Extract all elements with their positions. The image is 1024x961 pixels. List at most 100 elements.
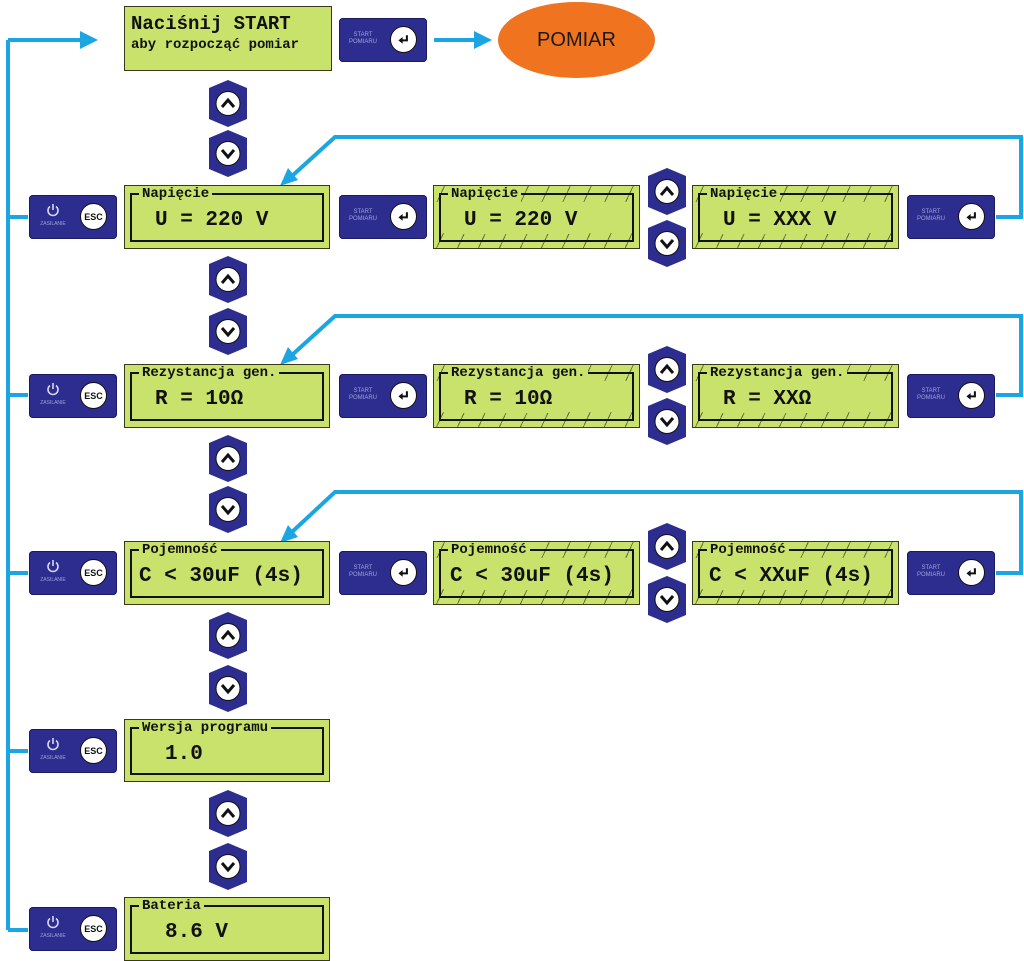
power-icon <box>45 914 61 935</box>
power-caption: ZASILANIE <box>40 755 66 761</box>
chevron-down-icon <box>659 595 675 606</box>
display-title: Rezystancja gen. <box>139 365 280 381</box>
arrow-down-button[interactable] <box>209 308 247 355</box>
display-title: Rezystancja gen. <box>707 365 848 381</box>
arrow-down-button[interactable] <box>648 220 686 267</box>
display-title: Napięcie <box>448 186 522 202</box>
version-display: Wersja programu 1.0 <box>124 719 330 782</box>
esc-label: ESC <box>84 923 103 934</box>
battery-display: Bateria 8.6 V <box>124 897 330 961</box>
esc-icon: ESC <box>80 737 107 764</box>
chevron-down-icon <box>220 505 236 516</box>
start-screen-display: Naciśnij START aby rozpocząć pomiar <box>124 6 332 71</box>
esc-power-button[interactable]: ZASILANIE ESC <box>29 195 117 239</box>
chevron-up-icon <box>659 363 675 374</box>
enter-icon <box>390 559 417 586</box>
start-caption-line-1: START <box>353 565 373 571</box>
esc-power-button[interactable]: ZASILANIE ESC <box>29 729 117 773</box>
esc-label: ESC <box>84 567 103 578</box>
chevron-down-icon <box>659 239 675 250</box>
arrow-up-button[interactable] <box>209 256 247 303</box>
arrow-up-button[interactable] <box>209 435 247 482</box>
arrow-down-button[interactable] <box>209 843 247 890</box>
arrow-down-button[interactable] <box>209 130 247 177</box>
esc-label: ESC <box>84 211 103 222</box>
display-value: R = 10Ω <box>462 387 555 413</box>
display-title: Pojemność <box>139 542 221 558</box>
arrow-up-button[interactable] <box>648 523 686 570</box>
voltage-edited-display: Napięcie U = XXX V <box>692 185 899 249</box>
power-caption: ZASILANIE <box>40 221 66 227</box>
chevron-up-icon <box>220 273 236 284</box>
voltage-edit-display: Napięcie U = 220 V <box>433 185 640 249</box>
esc-icon: ESC <box>80 559 107 586</box>
display-value: R = 10Ω <box>153 387 246 413</box>
display-title: Pojemność <box>707 542 789 558</box>
start-caption-line-1: START <box>921 388 941 394</box>
esc-label: ESC <box>84 745 103 756</box>
chevron-down-icon <box>220 327 236 338</box>
display-value: C < 30uF (4s) <box>137 564 305 590</box>
start-caption-line-2: POMIARU <box>916 395 945 401</box>
display-title: Rezystancja gen. <box>448 365 589 381</box>
arrow-down-button[interactable] <box>209 486 247 533</box>
display-value: C < 30uF (4s) <box>448 564 616 590</box>
chevron-up-icon <box>220 629 236 640</box>
start-screen-line-2: aby rozpocząć pomiar <box>131 37 300 53</box>
start-caption-line-2: POMIARU <box>348 39 377 45</box>
chevron-up-icon <box>659 185 675 196</box>
display-value: U = 220 V <box>462 208 580 234</box>
start-caption-line-1: START <box>353 32 373 38</box>
capacitance-edited-display: Pojemność C < XXuF (4s) <box>692 541 899 605</box>
start-caption-line-2: POMIARU <box>348 395 377 401</box>
display-value: C < XXuF (4s) <box>707 564 875 590</box>
esc-icon: ESC <box>80 382 107 409</box>
enter-icon <box>958 203 985 230</box>
resistance-display: Rezystancja gen. R = 10Ω <box>124 364 330 428</box>
arrow-up-button[interactable] <box>209 80 247 127</box>
start-caption-line-1: START <box>921 565 941 571</box>
esc-icon: ESC <box>80 915 107 942</box>
start-caption-line-1: START <box>921 209 941 215</box>
display-title: Napięcie <box>707 186 781 202</box>
start-screen-line-1: Naciśnij START <box>131 13 291 35</box>
arrow-up-button[interactable] <box>209 612 247 659</box>
chevron-down-icon <box>220 862 236 873</box>
display-title: Bateria <box>139 898 204 914</box>
display-title: Wersja programu <box>139 720 272 736</box>
resistance-edited-display: Rezystancja gen. R = XXΩ <box>692 364 899 428</box>
capacitance-edit-display: Pojemność C < 30uF (4s) <box>433 541 640 605</box>
arrow-up-button[interactable] <box>209 790 247 837</box>
arrow-down-button[interactable] <box>209 665 247 712</box>
arrow-down-button[interactable] <box>648 398 686 445</box>
esc-label: ESC <box>84 390 103 401</box>
chevron-up-icon <box>659 540 675 551</box>
power-icon <box>45 381 61 402</box>
power-icon <box>45 736 61 757</box>
start-caption-line-1: START <box>353 209 373 215</box>
arrow-down-button[interactable] <box>648 576 686 623</box>
arrow-up-button[interactable] <box>648 346 686 393</box>
measure-oval: POMIAR <box>498 2 655 78</box>
start-caption-line-2: POMIARU <box>916 572 945 578</box>
chevron-up-icon <box>220 807 236 818</box>
capacitance-display: Pojemność C < 30uF (4s) <box>124 541 330 605</box>
chevron-down-icon <box>220 149 236 160</box>
arrow-up-button[interactable] <box>648 168 686 215</box>
